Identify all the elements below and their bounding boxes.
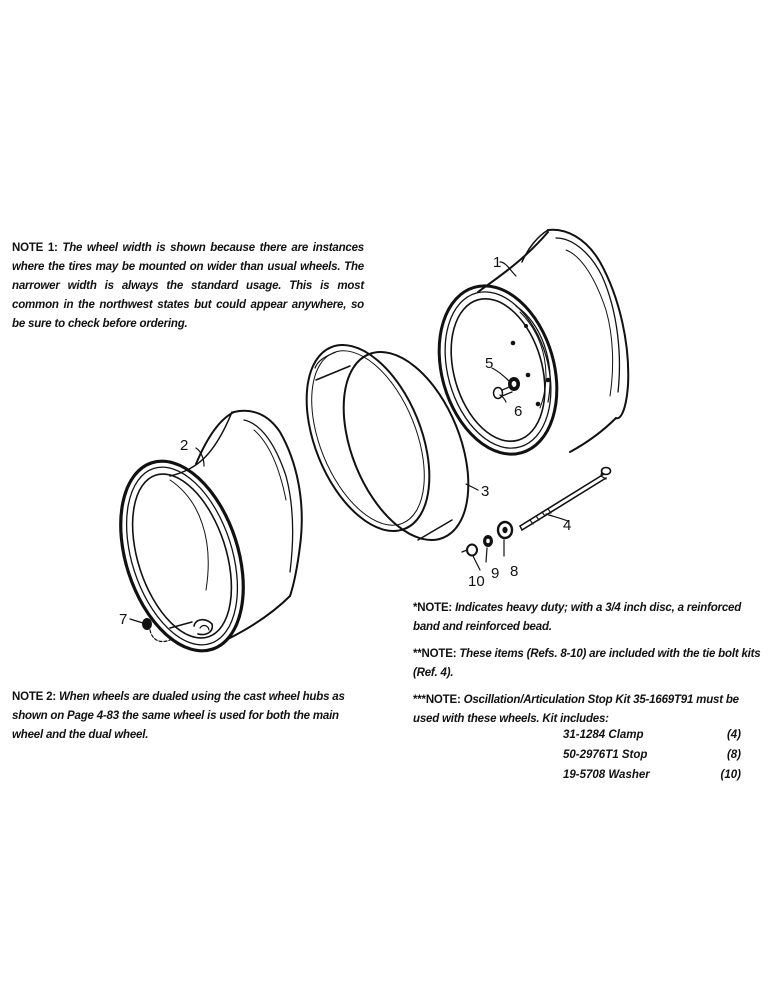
wheel-rim-outer xyxy=(437,228,630,456)
nut xyxy=(461,543,478,557)
tie-bolt xyxy=(519,466,612,531)
valve xyxy=(142,618,214,643)
stop-washer xyxy=(508,377,520,391)
callout-4: 4 xyxy=(563,517,571,534)
callout-8: 8 xyxy=(510,563,518,580)
note-heavy-duty: *NOTE: Indicates heavy duty; with a 3/4 … xyxy=(413,599,765,637)
callout-5: 5 xyxy=(485,355,493,372)
kit-item-qty: (4) xyxy=(726,729,741,741)
note-2-text: When wheels are dualed using the cast wh… xyxy=(12,691,345,741)
note-tie-bolt-text: These items (Refs. 8-10) are included wi… xyxy=(413,648,761,679)
note-heavy-duty-text: Indicates heavy duty; with a 3/4 inch di… xyxy=(413,602,742,633)
note-tie-bolt: **NOTE: These items (Refs. 8-10) are inc… xyxy=(413,645,765,683)
stop-bolt xyxy=(492,385,513,400)
kit-item-qty: (8) xyxy=(726,749,741,761)
flat-washer xyxy=(483,535,493,547)
kit-item-part: 50-2976T1 Stop xyxy=(563,749,648,761)
callout-1: 1 xyxy=(493,254,501,271)
wheel-rim-inner xyxy=(119,409,303,653)
lock-washer xyxy=(496,520,514,540)
note-1-label: NOTE 1: xyxy=(12,242,58,254)
note-1-text: The wheel width is shown because there a… xyxy=(12,242,365,330)
callout-6: 6 xyxy=(514,403,522,420)
callout-2: 2 xyxy=(180,437,188,454)
callout-10: 10 xyxy=(468,573,485,590)
wheel-band xyxy=(305,343,470,541)
kit-item-qty: (10) xyxy=(720,769,741,781)
note-2: NOTE 2: When wheels are dualed using the… xyxy=(12,688,367,745)
kit-item-part: 31-1284 Clamp xyxy=(563,729,644,741)
callout-3: 3 xyxy=(481,483,489,500)
kit-items-list: 31-1284 Clamp (4) 50-2976T1 Stop (8) 19-… xyxy=(563,729,741,789)
kit-item-part: 19-5708 Washer xyxy=(563,769,650,781)
callout-7: 7 xyxy=(119,611,127,628)
note-tie-bolt-label: **NOTE: xyxy=(413,648,457,660)
callout-leaders xyxy=(129,261,569,624)
note-stop-kit-text: Oscillation/Articulation Stop Kit 35-166… xyxy=(413,694,739,725)
callout-9: 9 xyxy=(491,565,499,582)
note-stop-kit-label: ***NOTE: xyxy=(413,694,461,706)
note-2-label: NOTE 2: xyxy=(12,691,56,703)
note-stop-kit: ***NOTE: Oscillation/Articulation Stop K… xyxy=(413,691,765,729)
note-1: NOTE 1: The wheel width is shown because… xyxy=(12,239,364,334)
note-heavy-duty-label: *NOTE: xyxy=(413,602,453,614)
